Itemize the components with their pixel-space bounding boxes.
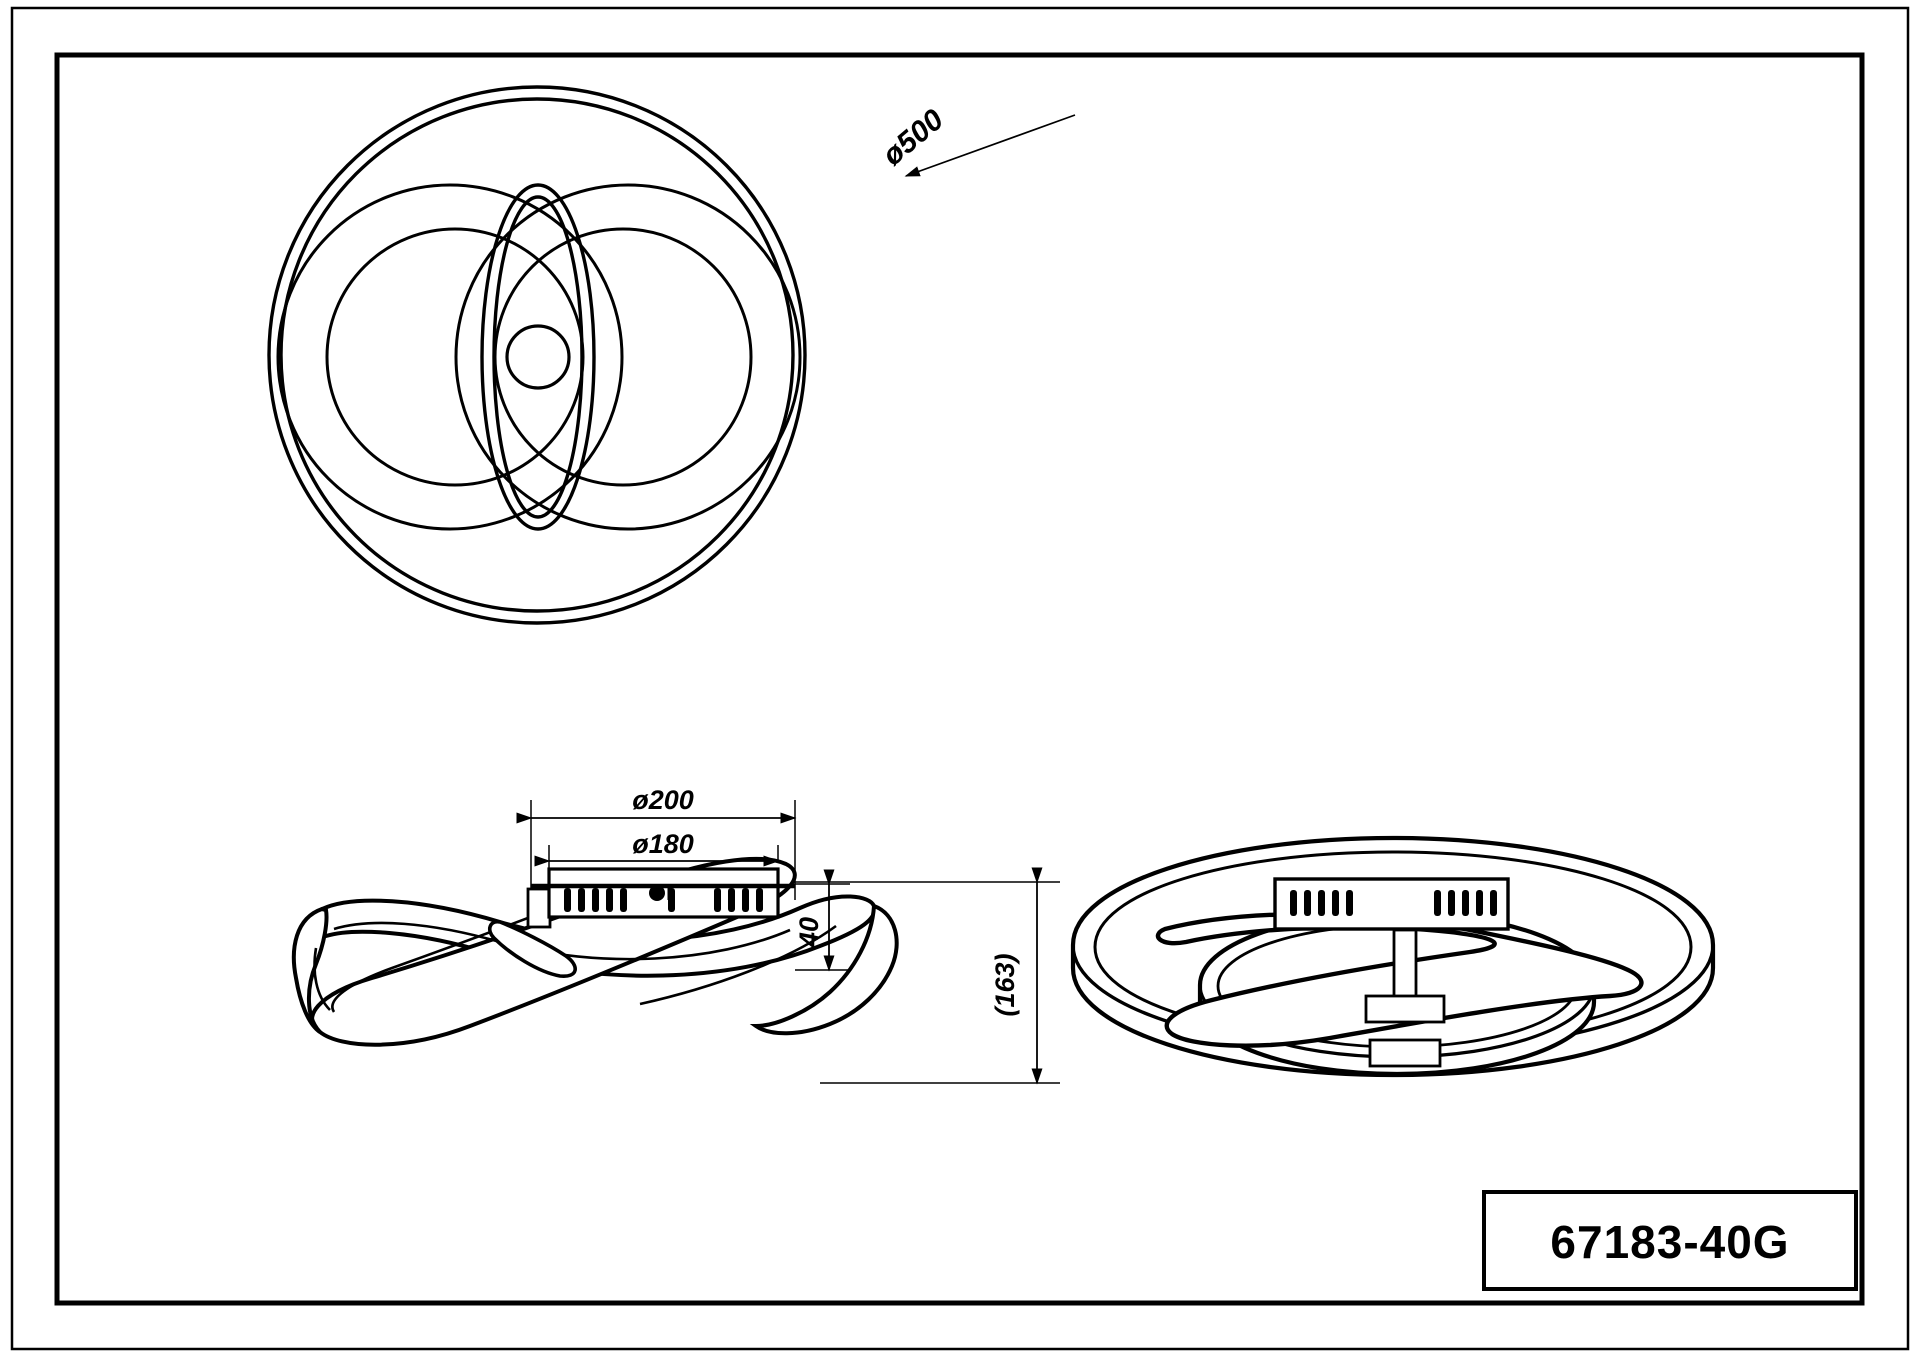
dimension-plate-outer: ø200	[516, 785, 797, 824]
perspective-stem-collar-upper	[1364, 994, 1446, 1024]
vent-slot	[1476, 890, 1483, 916]
vent-slot	[1332, 890, 1339, 916]
dimension-label-outer-diameter: ø500	[876, 103, 950, 172]
center-hub	[505, 324, 571, 390]
ventilation-slots-right	[668, 888, 763, 912]
left-loop-outer-edge	[276, 183, 624, 531]
vent-slot	[578, 888, 585, 912]
vent-slot	[1490, 890, 1497, 916]
vent-slot	[1290, 890, 1297, 916]
ceiling-mounting-plate	[531, 867, 795, 919]
vent-slot	[742, 888, 749, 912]
vent-slot	[728, 888, 735, 912]
vent-slot	[1448, 890, 1455, 916]
ribbon-center-crossing	[487, 919, 577, 978]
ribbon-inner-echo-right	[639, 924, 837, 1006]
title-block: 67183-40G	[1482, 1190, 1858, 1291]
dimension-leader-line	[904, 114, 1076, 177]
perspective-plate-body	[1273, 877, 1510, 931]
perspective-drop-stem	[1364, 928, 1446, 1068]
perspective-ceiling-plate	[1273, 877, 1510, 931]
top-view	[267, 85, 807, 625]
vent-slot	[620, 888, 627, 912]
perspective-view	[1070, 835, 1716, 1078]
vent-slot	[1304, 890, 1311, 916]
vent-slot	[756, 888, 763, 912]
vent-slot	[1346, 890, 1353, 916]
perspective-vent-slots-left	[1290, 890, 1353, 916]
dimension-plate-inner: ø180	[534, 829, 780, 867]
outer-page-border	[10, 6, 1910, 1351]
sheet-borders	[10, 6, 1910, 1351]
dimension-total-height: (163)	[795, 867, 1060, 1085]
ventilation-slots-left	[564, 888, 627, 912]
cable-outlet	[649, 884, 671, 901]
right-loop-outer-edge	[454, 183, 802, 531]
perspective-stem-collar-lower	[1368, 1038, 1442, 1068]
vent-slot	[564, 888, 571, 912]
dimension-label-plate-outer: ø200	[632, 785, 694, 815]
perspective-stem-body	[1392, 928, 1418, 1000]
ribbon-right-cap	[749, 903, 899, 1036]
vent-slot	[1318, 890, 1325, 916]
crossing-loop-outer-edge	[480, 183, 596, 531]
drop-stem	[526, 887, 552, 929]
vent-slot	[1434, 890, 1441, 916]
drop-stem-body	[526, 887, 552, 929]
vent-slot	[606, 888, 613, 912]
inner-drawing-frame	[54, 52, 1865, 1306]
ribbon-inner-echo-left	[313, 947, 331, 1011]
vent-slot	[592, 888, 599, 912]
dimension-label-plate-inner: ø180	[632, 829, 694, 859]
dimension-plate-height: 40	[794, 869, 850, 972]
dimension-label-total-height: (163)	[990, 953, 1020, 1016]
title-block-box	[1482, 1190, 1858, 1291]
crossing-loop-ribbon	[480, 183, 596, 531]
crossing-loop-inner-edge	[492, 195, 584, 519]
cable-outlet-hole	[649, 885, 665, 901]
front-elevation-view	[291, 800, 899, 1047]
outer-ring-outer-edge	[267, 85, 807, 625]
dimension-outer-diameter: ø500	[876, 103, 1076, 177]
part-code-label: 67183-40G	[1550, 1216, 1789, 1268]
ribbon-left-cap	[291, 906, 329, 1034]
perspective-vent-slots-right	[1434, 890, 1497, 916]
outer-ring-inner-edge	[279, 97, 795, 613]
dimension-label-plate-height: 40	[794, 917, 824, 948]
outer-ring-ribbon	[267, 85, 807, 625]
vent-slot	[714, 888, 721, 912]
cable-outlet-tail	[657, 884, 671, 900]
vent-slot	[1462, 890, 1469, 916]
